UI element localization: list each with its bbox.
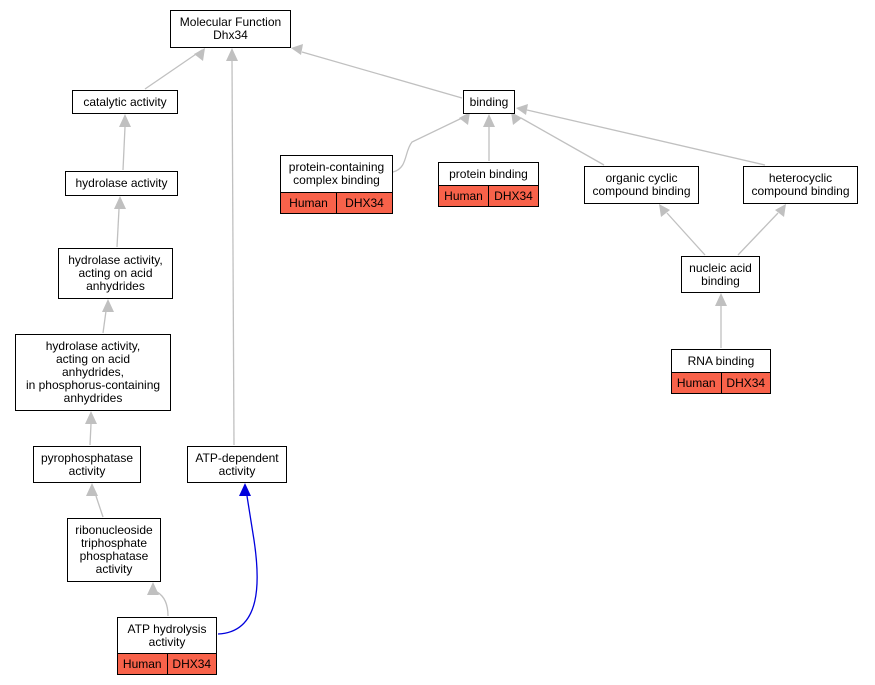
edge-catalytic-to-root: [144, 48, 205, 90]
annotation-gene: DHX34: [336, 193, 392, 213]
edge-binding-to-root: [291, 44, 463, 99]
edge-atphyd-to-atpdep: [217, 483, 258, 635]
edge-complex-to-binding: [392, 112, 470, 173]
edge-atphyd-to-ribo: [147, 582, 169, 617]
node-label: pyrophosphatase activity: [40, 450, 134, 478]
node-atp-dependent-activity[interactable]: ATP-dependent activity: [187, 446, 287, 483]
arrowhead: [226, 48, 238, 61]
node-organic-cyclic-compound-binding[interactable]: organic cyclic compound binding: [584, 166, 699, 204]
node-label: ATP hydrolysis activity: [127, 621, 207, 649]
arrowhead: [715, 293, 727, 306]
arrowhead: [102, 299, 114, 312]
node-label: binding: [469, 94, 509, 109]
arrowhead: [194, 48, 205, 61]
annotation-species: Human: [289, 196, 328, 210]
arrowhead: [459, 112, 470, 125]
annotation-row: Human DHX34: [439, 185, 538, 206]
arrowhead: [659, 204, 670, 217]
edge-nucleic-to-organic: [659, 204, 706, 256]
arrowhead: [775, 204, 786, 217]
node-hydrolase-activity[interactable]: hydrolase activity: [65, 171, 178, 196]
node-protein-binding[interactable]: protein binding Human DHX34: [438, 162, 539, 207]
edge-acid-to-hydrolase: [114, 196, 126, 248]
annotation-row: Human DHX34: [672, 372, 770, 393]
node-hydrolase-acting-on-acid-anhydrides[interactable]: hydrolase activity, acting on acid anhyd…: [58, 248, 173, 299]
node-label: Molecular Function Dhx34: [179, 15, 282, 42]
node-protein-containing-complex-binding[interactable]: protein-containing complex binding Human…: [280, 155, 393, 214]
node-label: ribonucleoside triphosphate phosphatase …: [75, 523, 153, 576]
annotation-gene: DHX34: [720, 373, 771, 393]
node-catalytic-activity[interactable]: catalytic activity: [72, 90, 178, 114]
node-label: hydrolase activity, acting on acid anhyd…: [68, 253, 163, 293]
node-label: heterocyclic compound binding: [751, 171, 850, 198]
arrowhead: [147, 582, 159, 595]
node-label: organic cyclic compound binding: [592, 171, 691, 198]
arrowhead: [483, 114, 495, 127]
annotation-row: Human DHX34: [281, 192, 392, 213]
node-label: nucleic acid binding: [689, 260, 752, 288]
node-molecular-function[interactable]: Molecular Function Dhx34: [170, 10, 291, 48]
node-label: protein binding: [449, 166, 528, 181]
node-label: hydrolase activity: [75, 176, 168, 190]
annotation-gene: DHX34: [166, 654, 217, 674]
annotation-species: Human: [444, 189, 483, 203]
edge-phos-to-acid: [102, 299, 114, 334]
edge-ribo-to-pyro: [86, 483, 104, 518]
node-heterocyclic-compound-binding[interactable]: heterocyclic compound binding: [743, 166, 858, 204]
arrowhead: [291, 44, 303, 55]
arrowhead: [239, 483, 251, 496]
edge-nucleic-to-hetero: [737, 204, 786, 256]
annotation-row: Human DHX34: [118, 653, 216, 674]
annotation-species: Human: [122, 657, 162, 671]
edge-hetero-to-binding: [516, 104, 766, 166]
arrowhead: [516, 104, 528, 115]
node-label: ATP-dependent activity: [195, 450, 279, 478]
edge-hydrolase-to-catalytic: [119, 114, 131, 171]
node-label: hydrolase activity, acting on acid anhyd…: [25, 339, 161, 405]
arrowhead: [114, 196, 126, 209]
node-pyrophosphatase-activity[interactable]: pyrophosphatase activity: [33, 446, 141, 483]
arrowhead: [85, 411, 97, 424]
node-atp-hydrolysis-activity[interactable]: ATP hydrolysis activity Human DHX34: [117, 617, 217, 675]
arrowhead: [511, 112, 522, 125]
node-nucleic-acid-binding[interactable]: nucleic acid binding: [681, 256, 760, 293]
edge-protbind-to-binding: [483, 114, 495, 161]
arrowhead: [86, 483, 98, 496]
edge-atpdep-to-root: [226, 48, 238, 446]
annotation-species: Human: [676, 376, 716, 390]
edge-pyro-to-phos: [85, 411, 97, 446]
node-label: RNA binding: [687, 353, 755, 368]
annotation-gene: DHX34: [488, 186, 538, 206]
node-hydrolase-phosphorus-anhydrides[interactable]: hydrolase activity, acting on acid anhyd…: [15, 334, 171, 411]
node-ribonucleoside-triphosphate-phosphatase[interactable]: ribonucleoside triphosphate phosphatase …: [67, 518, 161, 582]
node-label: protein-containing complex binding: [288, 160, 385, 187]
node-label: catalytic activity: [83, 94, 167, 109]
edge-organic-to-binding: [511, 112, 605, 166]
node-binding[interactable]: binding: [463, 90, 515, 114]
node-rna-binding[interactable]: RNA binding Human DHX34: [671, 349, 771, 394]
edge-rna-to-nucleic: [715, 293, 727, 348]
arrowhead: [119, 114, 131, 127]
